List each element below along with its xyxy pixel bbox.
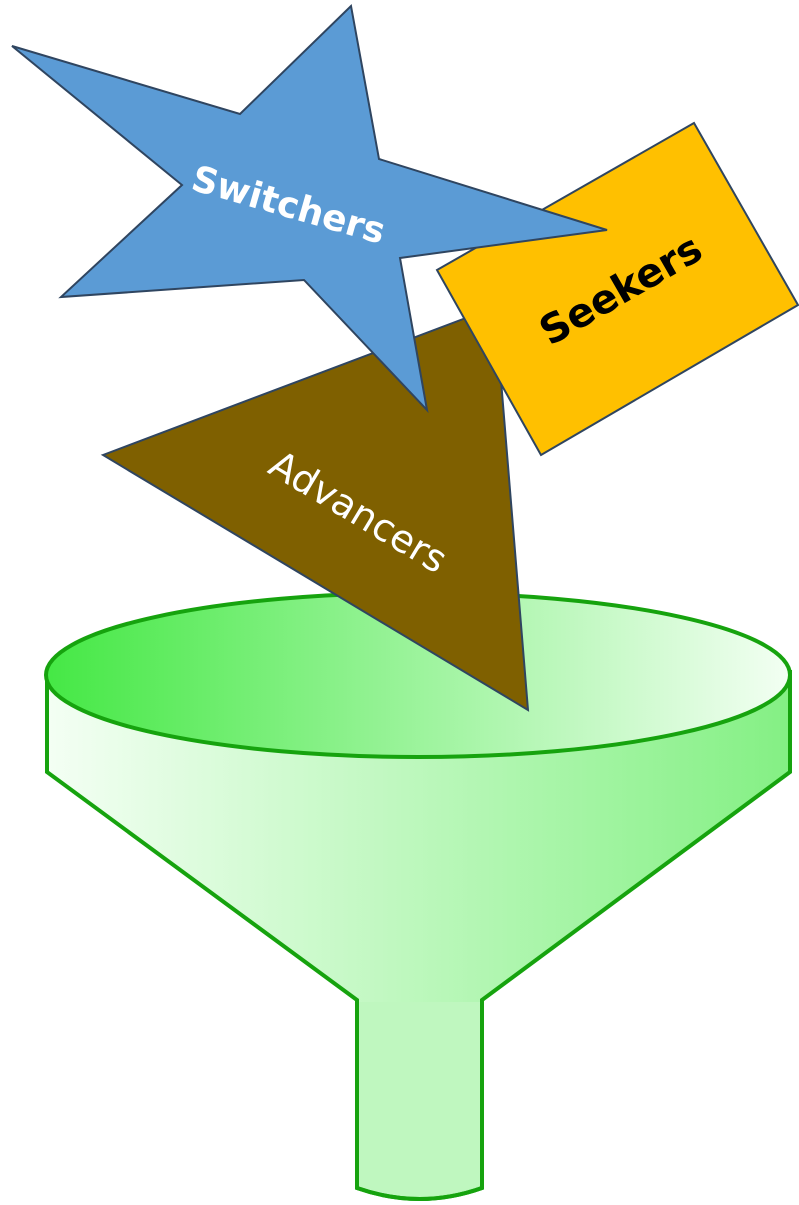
funnel-spout-outline bbox=[355, 1000, 484, 1201]
switchers-shape: Switchers bbox=[11, 3, 608, 414]
seekers-shape: Seekers bbox=[435, 121, 799, 457]
funnel-spout bbox=[359, 1002, 480, 1196]
advancers-shape: Advancers bbox=[100, 305, 530, 712]
